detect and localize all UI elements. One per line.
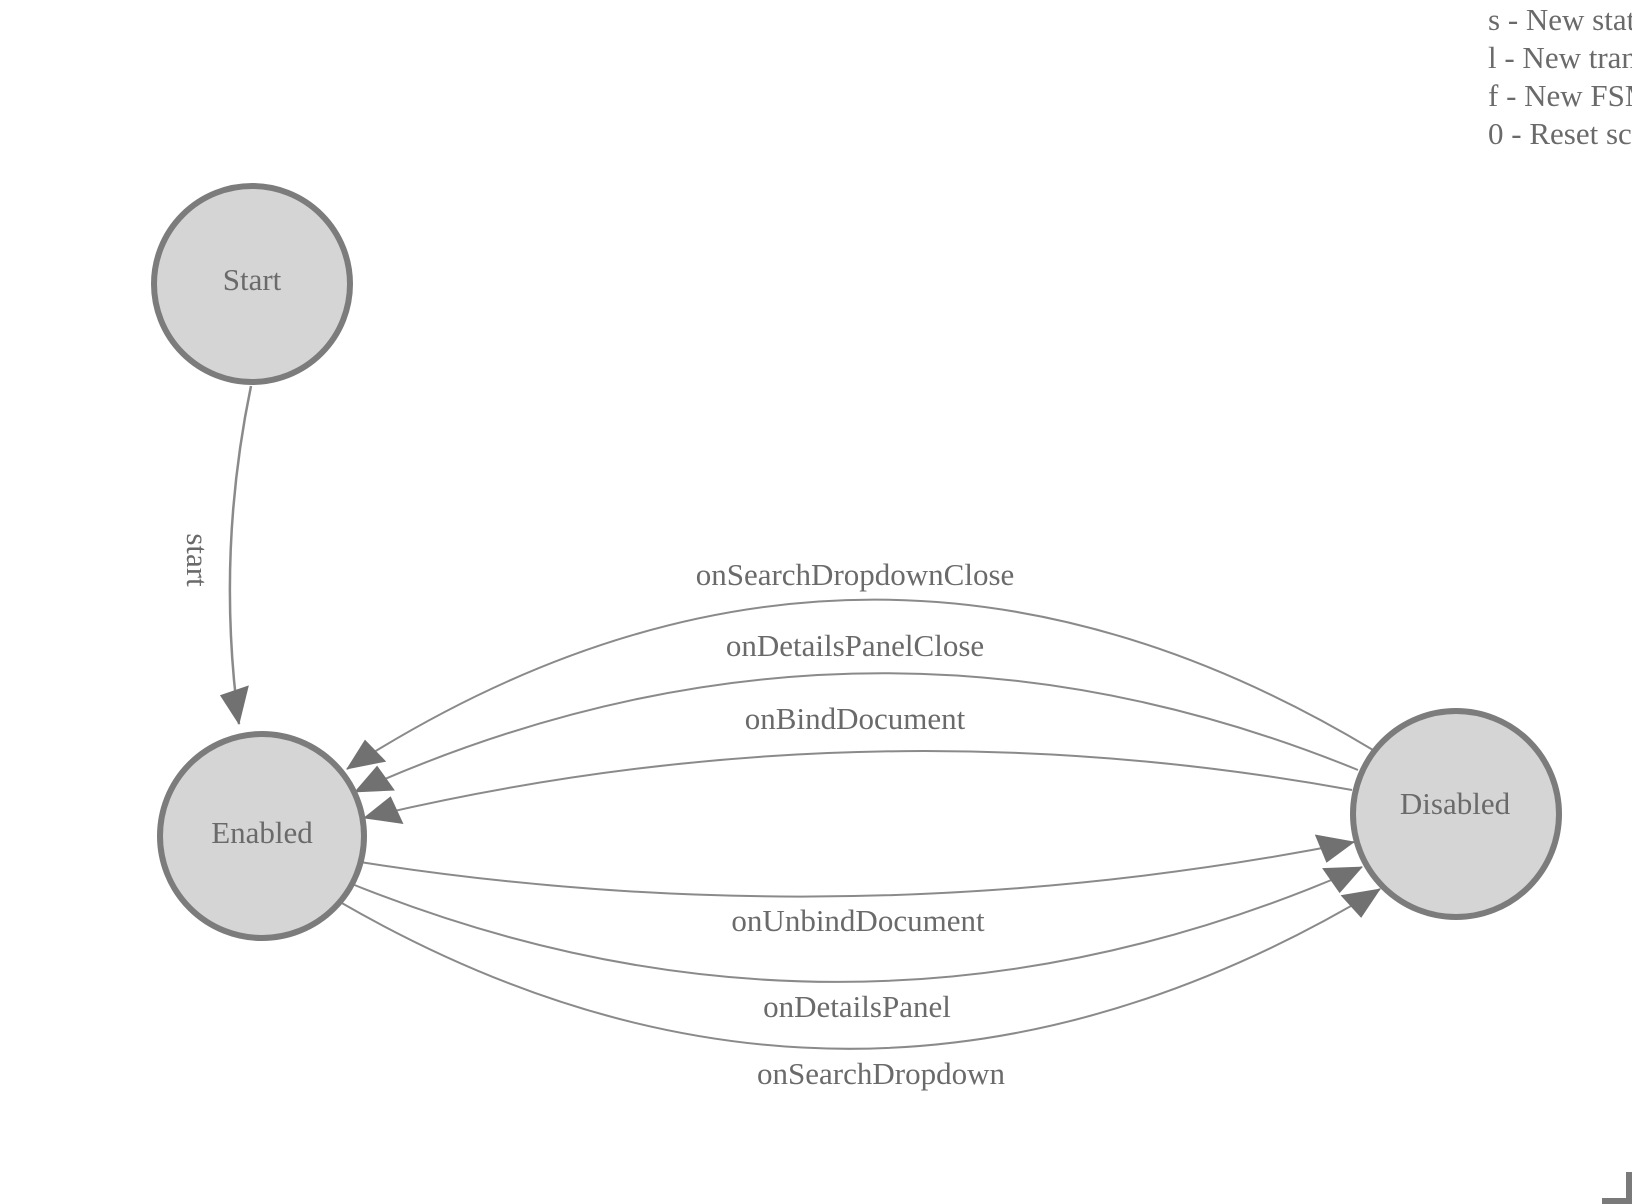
- transition-label-onBindDocument: onBindDocument: [744, 701, 966, 736]
- transition-edge-onSearchDropdownClose[interactable]: [346, 598, 1374, 770]
- transition-edge-onDetailsPanelClose[interactable]: [354, 672, 1359, 793]
- state-node-disabled[interactable]: [1350, 708, 1562, 920]
- transition-edge-onBindDocument[interactable]: [363, 750, 1353, 825]
- shortcut-reset-scale: 0 - Reset scale: [1488, 116, 1632, 151]
- canvas-corner-border: [1626, 1172, 1632, 1204]
- transition-edge-start[interactable]: [219, 385, 253, 725]
- state-node-enabled[interactable]: [157, 731, 367, 941]
- shortcut-legend: s - New state l - New transition f - New…: [1488, 1, 1632, 153]
- transition-edge-onDetailsPanel[interactable]: [351, 866, 1363, 983]
- transition-edge-onSearchDropdown[interactable]: [339, 888, 1381, 1050]
- transition-edge-onUnbindDocument[interactable]: [359, 834, 1355, 898]
- transition-label-start: start: [180, 533, 215, 587]
- shortcut-new-transition: l - New transition: [1488, 40, 1632, 75]
- transition-label-onDetailsPanelClose: onDetailsPanelClose: [725, 628, 985, 663]
- transition-label-onUnbindDocument: onUnbindDocument: [731, 903, 985, 938]
- state-node-start[interactable]: [151, 183, 353, 385]
- state-label-disabled: Disabled: [1399, 786, 1511, 821]
- shortcut-new-fsm: f - New FSM: [1488, 78, 1632, 113]
- transition-label-onSearchDropdown: onSearchDropdown: [757, 1056, 1005, 1091]
- state-label-start: Start: [222, 262, 282, 297]
- canvas-corner-border: [1602, 1198, 1632, 1204]
- transition-label-onSearchDropdownClose: onSearchDropdownClose: [695, 557, 1015, 592]
- shortcut-new-state: s - New state: [1488, 2, 1632, 37]
- state-label-enabled: Enabled: [211, 815, 313, 850]
- transition-label-onDetailsPanel: onDetailsPanel: [763, 989, 951, 1024]
